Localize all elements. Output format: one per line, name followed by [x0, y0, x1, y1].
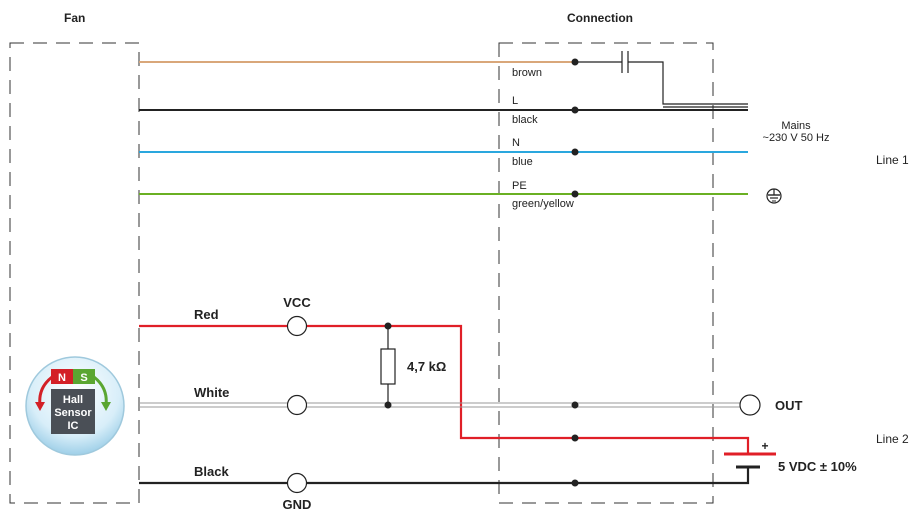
fan-box	[9, 42, 140, 504]
label-green-yellow: green/yellow	[512, 198, 574, 210]
mains-label: Mains	[781, 120, 811, 132]
label-black-signal: Black	[194, 464, 229, 479]
label-vcc: VCC	[283, 295, 311, 310]
node-white-conn	[571, 401, 579, 409]
fan-header: Fan	[64, 11, 85, 25]
line2-label: Line 2	[876, 432, 909, 446]
capacitor-lead	[628, 61, 748, 105]
magnet-n-label: N	[58, 372, 66, 384]
label-black: black	[512, 114, 538, 126]
gnd-terminal	[286, 472, 308, 494]
node-brown	[571, 58, 579, 66]
node-red-conn	[571, 434, 579, 442]
label-plus: +	[761, 439, 768, 453]
label-gnd: GND	[283, 497, 312, 512]
magnet-s-label: S	[80, 372, 87, 384]
connection-header: Connection	[567, 11, 633, 25]
hall-sensor-icon: N S Hall Sensor IC	[25, 356, 125, 456]
sensor-label-hall: Hall	[63, 394, 83, 406]
connection-box	[498, 42, 714, 504]
out-terminal	[739, 394, 761, 416]
mains-voltage-label: ~230 V 50 Hz	[763, 132, 830, 144]
label-pe: PE	[512, 180, 527, 192]
node-black-conn	[571, 479, 579, 487]
label-resistor: 4,7 kΩ	[407, 359, 446, 374]
resistor	[380, 348, 396, 385]
label-l: L	[512, 95, 518, 107]
label-blue: blue	[512, 156, 533, 168]
node-black-l	[571, 106, 579, 114]
sensor-label-sensor: Sensor	[54, 407, 92, 419]
white-terminal	[286, 394, 308, 416]
label-white: White	[194, 385, 229, 400]
sensor-label-ic: IC	[68, 420, 79, 432]
node-green-pe	[571, 190, 579, 198]
red-wire-b	[306, 324, 750, 454]
line1-label: Line 1	[876, 153, 909, 167]
vcc-terminal	[286, 315, 308, 337]
label-red: Red	[194, 307, 219, 322]
node-white-resistor	[384, 401, 392, 409]
label-brown: brown	[512, 67, 542, 79]
label-out: OUT	[775, 398, 803, 413]
node-blue-n	[571, 148, 579, 156]
black-signal-wire-b	[306, 467, 750, 485]
label-supply: 5 VDC ± 10%	[778, 459, 857, 474]
label-n: N	[512, 137, 520, 149]
ground-icon	[766, 188, 782, 204]
